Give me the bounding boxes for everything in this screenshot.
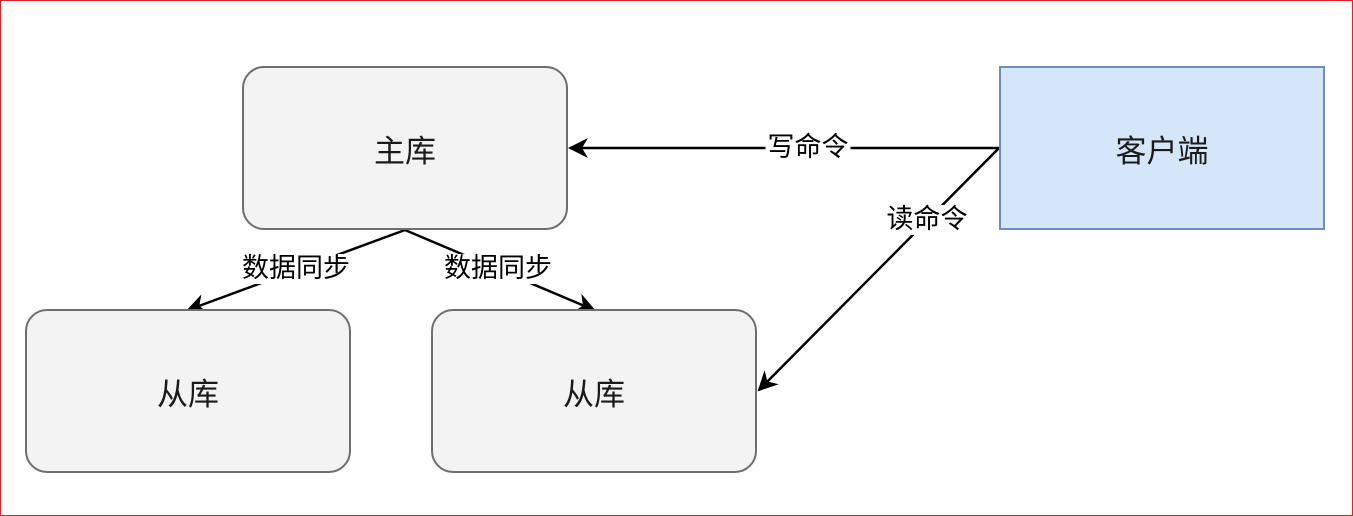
slave-db-node-right[interactable]: 从库 <box>431 309 757 473</box>
client-label: 客户端 <box>1115 133 1209 170</box>
client-node[interactable]: 客户端 <box>999 66 1325 230</box>
sync-right-label: 数据同步 <box>442 253 554 284</box>
slave-db-label-right: 从库 <box>563 376 625 413</box>
master-db-label: 主库 <box>374 133 436 170</box>
read-command-label: 读命令 <box>884 204 970 235</box>
sync-left-label: 数据同步 <box>240 253 352 284</box>
write-command-label: 写命令 <box>765 132 851 163</box>
master-db-node[interactable]: 主库 <box>242 66 568 230</box>
read-edge <box>757 147 1000 392</box>
slave-db-label-left: 从库 <box>157 376 219 413</box>
slave-db-node-left[interactable]: 从库 <box>25 309 351 473</box>
